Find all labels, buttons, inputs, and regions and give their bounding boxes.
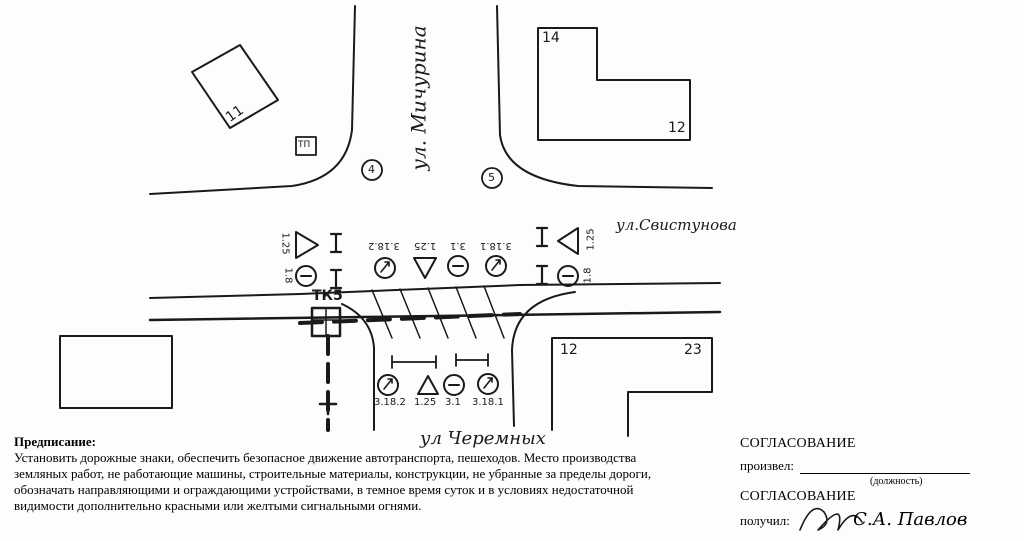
well-tk5-label: ТК5 [312, 288, 343, 304]
corner-mark-left [361, 159, 383, 181]
bottom-sign-3 [443, 374, 465, 396]
bottom-sign-1-arrow [383, 378, 393, 390]
right-round-sign [557, 265, 579, 287]
top-sign-4-code: 3.18.1 [480, 240, 512, 251]
road-top-edge [149, 282, 721, 299]
left-warning-triangle-sign [295, 231, 319, 259]
top-sign-1-code: 3.18.2 [368, 240, 400, 251]
bottom-sign-2 [417, 375, 439, 395]
corner-mark-left-number: 4 [368, 163, 375, 176]
building-12-top-number: 12 [668, 120, 686, 136]
fence-segments [391, 353, 489, 369]
approval-received-row: получил: С.А. Павлов [740, 509, 1020, 530]
road-center-dash [298, 312, 522, 325]
building-11 [191, 44, 279, 129]
street-svistunova: ул.Свистунова [616, 216, 737, 234]
approval-signature: С.А. Павлов [853, 509, 968, 530]
approval-position-caption: (должность) [870, 476, 923, 487]
top-sign-3 [447, 255, 469, 277]
corner-mark-right [481, 167, 503, 189]
bottom-sign-4-code: 3.18.1 [472, 397, 504, 408]
building-left-bottom [59, 335, 173, 409]
building-14 [537, 27, 691, 141]
top-sign-4-arrow [491, 259, 501, 271]
well-tk5-divider [311, 307, 341, 337]
bottom-sign-4 [477, 373, 499, 395]
curb-michurina-left [149, 5, 356, 195]
approval-produced-line [799, 461, 970, 474]
building-12-bottom-number: 12 [560, 342, 578, 358]
building-tp [295, 136, 317, 156]
signature-scribble [799, 507, 863, 531]
approval-produced-row: произвел: [740, 458, 1020, 474]
top-sign-4 [485, 255, 507, 277]
street-michurina: ул. Мичурина [406, 25, 431, 171]
curb-cheremnykh-left [341, 303, 375, 431]
bottom-sign-1-code: 3.18.2 [374, 397, 406, 408]
corner-mark-right-number: 5 [488, 171, 495, 184]
right-circle-sign-code: 1.8 [582, 267, 594, 284]
right-triangle-sign-code: 1.25 [585, 228, 597, 251]
approval-title-2: СОГЛАСОВАНИЕ [740, 489, 856, 504]
bottom-sign-1 [377, 374, 399, 396]
street-cheremnykh: ул Черемных [420, 428, 546, 449]
left-triangle-sign-code: 1.25 [279, 232, 291, 255]
approval-produced-label: произвел: [740, 458, 794, 473]
curb-cheremnykh-right [511, 291, 576, 427]
curb-michurina-right [496, 5, 713, 189]
instructions-block: Предписание: Установить дорожные знаки, … [14, 434, 664, 514]
left-circle-sign-code: 1.8 [282, 267, 294, 284]
top-sign-1-arrow [380, 261, 390, 273]
top-sign-2 [413, 257, 437, 279]
building-tp-label: ТП [298, 140, 311, 150]
building-14-number: 14 [542, 30, 560, 46]
approval-received-label: получил: [740, 513, 790, 528]
top-sign-1 [374, 257, 396, 279]
right-warning-triangle-sign [557, 227, 579, 255]
building-12-23 [551, 337, 713, 437]
instructions-title: Предписание: [14, 434, 97, 449]
top-sign-3-code: 3.1 [450, 240, 466, 251]
approval-title-1: СОГЛАСОВАНИЕ [740, 436, 856, 451]
approval-block: СОГЛАСОВАНИЕ произвел: (должность) СОГЛА… [740, 436, 1020, 530]
barrier-stands [329, 226, 549, 290]
trench-end-bar [318, 392, 338, 416]
building-23-number: 23 [684, 342, 702, 358]
instructions-text: Установить дорожные знаки, обеспечить бе… [14, 450, 652, 513]
work-zone-hatching [371, 285, 505, 339]
left-round-sign [295, 265, 317, 287]
bottom-sign-3-code: 3.1 [445, 397, 461, 408]
bottom-sign-4-arrow [483, 377, 493, 389]
top-sign-2-code: 1.25 [414, 240, 437, 251]
bottom-sign-2-code: 1.25 [414, 397, 437, 408]
